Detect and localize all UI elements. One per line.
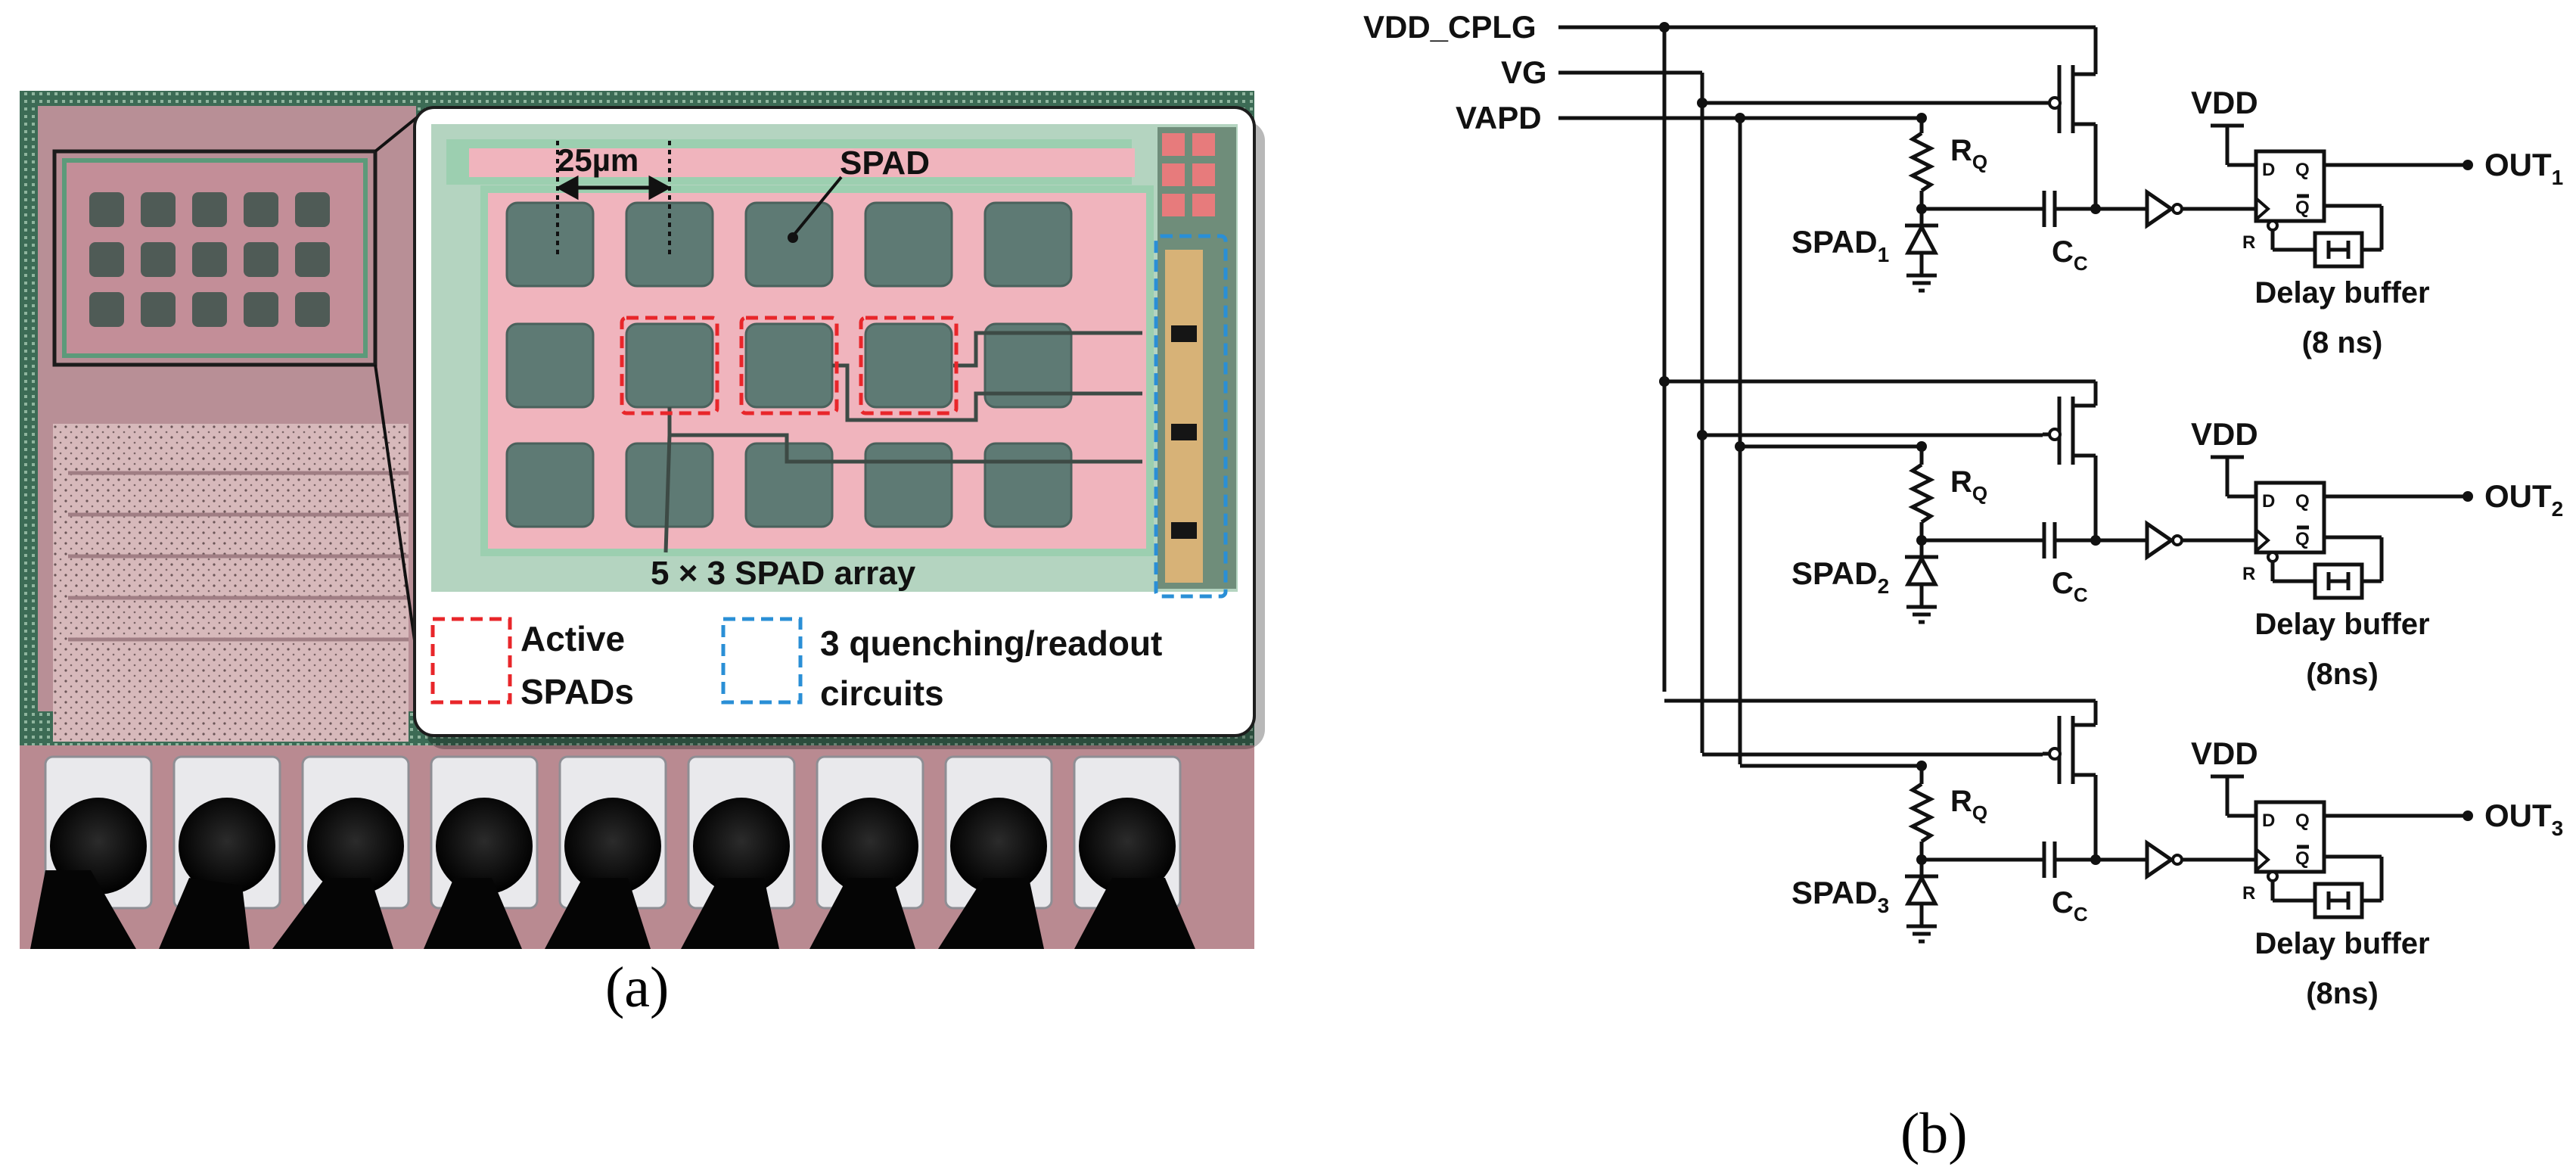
spad-diode [1904, 209, 1939, 293]
quenching-resistor [1908, 118, 1935, 213]
quenching-resistor [1908, 450, 1935, 545]
spad-label: SPAD [840, 145, 930, 182]
spad-pointer [791, 176, 843, 238]
delay-title: Delay buffer [2254, 276, 2429, 310]
active-spad-box-2 [739, 316, 839, 415]
ff-pin-q: Q [2295, 160, 2310, 180]
pmos-transistor [2043, 701, 2098, 860]
legend-readout-line1: 3 quenching/readout [820, 624, 1162, 663]
ff-pin-qbar: Q [2295, 848, 2310, 869]
legend-active-swatch [430, 617, 512, 705]
coupling-capacitor [1922, 522, 2147, 558]
delay-buffer [2270, 854, 2384, 919]
ff-pin-d: D [2262, 491, 2275, 512]
delay-value: (8ns) [2306, 977, 2379, 1010]
pmos-transistor [2043, 27, 2098, 209]
rail-label-vg: VG [1501, 54, 1547, 90]
inverter [2145, 188, 2256, 229]
legend: Active SPADs 3 quenching/readout circuit… [430, 617, 1162, 713]
spad-diode [1904, 860, 1939, 944]
spad-label: SPAD2 [1791, 555, 1889, 598]
output-label: OUT2 [2484, 478, 2563, 521]
delay-buffer [2270, 535, 2384, 600]
die-logic-region [53, 424, 409, 742]
delay-value: (8 ns) [2302, 326, 2383, 359]
legend-active-line2: SPADs [520, 672, 634, 711]
ff-pin-qbar: Q [2295, 529, 2310, 549]
rail-label-vdd-cplg: VDD_CPLG [1363, 9, 1537, 45]
capacitor-label: CC [2052, 886, 2088, 926]
coupling-capacitor [1922, 191, 2147, 227]
panel-b-caption: (b) [1900, 1102, 1968, 1165]
ff-pin-qbar: Q [2295, 198, 2310, 218]
legend-active-line1: Active [520, 619, 625, 658]
ff-pin-r: R [2242, 883, 2255, 904]
output-label: OUT1 [2484, 147, 2563, 189]
panel-a-caption: (a) [605, 956, 670, 1019]
vdd-label: VDD [2191, 85, 2258, 120]
ff-pin-d: D [2262, 160, 2275, 180]
pitch-arrow [555, 175, 672, 201]
spad-array-thumbnail [52, 149, 378, 367]
vdd-label: VDD [2191, 416, 2258, 452]
ff-pin-q: Q [2295, 491, 2310, 512]
zoom-inset: 25µm SPAD 5 × 3 SPAD array Active SPADs … [413, 106, 1265, 749]
delay-title: Delay buffer [2254, 608, 2429, 641]
quenching-resistor [1908, 769, 1935, 864]
resistor-label: RQ [1950, 465, 1987, 505]
spad-diode [1904, 540, 1939, 624]
ff-supply [2211, 774, 2256, 818]
spad-label: SPAD3 [1791, 875, 1889, 917]
inverter [2145, 520, 2256, 561]
spad-label: SPAD1 [1791, 224, 1889, 266]
resistor-label: RQ [1950, 134, 1987, 173]
inverter [2145, 839, 2256, 880]
pmos-transistor [2043, 381, 2098, 540]
capacitor-label: CC [2052, 567, 2088, 606]
capacitor-label: CC [2052, 235, 2088, 275]
rail-label-vapd: VAPD [1456, 100, 1542, 135]
coupling-capacitor [1922, 842, 2147, 878]
panel-a-micrograph: 25µm SPAD 5 × 3 SPAD array Active SPADs … [20, 91, 1265, 949]
inset-metal-traces [663, 331, 1142, 553]
ff-pin-r: R [2242, 564, 2255, 584]
delay-value: (8ns) [2306, 658, 2379, 691]
pitch-markers [556, 141, 671, 257]
delay-title: Delay buffer [2254, 927, 2429, 960]
ff-pin-d: D [2262, 810, 2275, 831]
ff-pin-r: R [2242, 232, 2255, 253]
ff-supply [2211, 455, 2256, 499]
active-spad-box-3 [859, 316, 959, 415]
legend-readout-line2: circuits [820, 674, 944, 713]
output-label: OUT3 [2484, 798, 2563, 840]
legend-readout-swatch [721, 617, 803, 705]
pitch-label: 25µm [557, 142, 639, 178]
ff-supply [2211, 123, 2256, 167]
supply-rails [1558, 25, 2096, 764]
vdd-label: VDD [2191, 736, 2258, 771]
active-spad-box-1 [620, 316, 719, 415]
delay-buffer [2270, 204, 2384, 269]
bond-pads [20, 745, 1254, 949]
readout-circuits-box [1154, 234, 1228, 599]
array-label: 5 × 3 SPAD array [651, 555, 916, 592]
inset-spad-grid [505, 201, 1073, 528]
die-logic-stripes [68, 471, 409, 642]
resistor-label: RQ [1950, 785, 1987, 824]
ff-pin-q: Q [2295, 810, 2310, 831]
